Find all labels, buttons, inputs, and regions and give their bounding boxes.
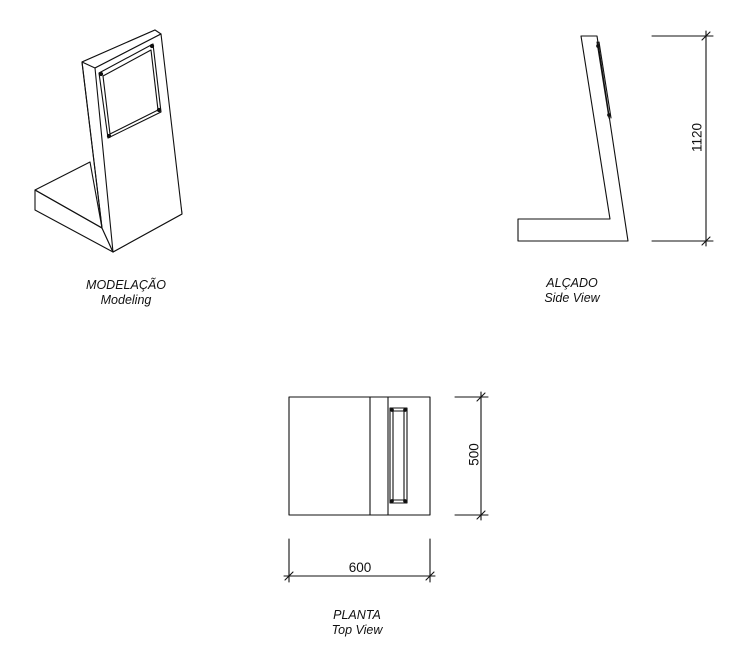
screw-dot	[607, 113, 611, 117]
screw-dot	[403, 408, 407, 412]
side-caption: ALÇADO Side View	[512, 276, 632, 306]
screw-dot	[596, 44, 600, 48]
screen-profile	[598, 41, 612, 119]
modeling-title: MODELAÇÃO	[86, 278, 166, 292]
top-caption: PLANTA Top View	[297, 608, 417, 638]
base-top-face	[34, 161, 103, 229]
dim-tick	[425, 571, 435, 581]
top-subtitle: Top View	[331, 623, 383, 637]
dim-tick	[701, 236, 711, 246]
screw-dot	[390, 408, 394, 412]
modeling-view	[34, 29, 183, 253]
depth-dimension-label: 500	[466, 443, 482, 466]
top-view	[283, 391, 489, 583]
panel-edge	[81, 61, 103, 229]
height-dimension-label: 1120	[689, 122, 705, 153]
dim-tick	[284, 571, 294, 581]
screw-dot	[390, 499, 394, 503]
screw-dot	[403, 499, 407, 503]
screw-dot	[106, 133, 112, 139]
side-profile	[517, 35, 629, 242]
side-title: ALÇADO	[546, 276, 598, 290]
screen-frame	[98, 43, 162, 139]
plan-screen-outer	[389, 407, 408, 504]
top-title: PLANTA	[333, 608, 381, 622]
screw-dot	[149, 43, 155, 49]
modeling-caption: MODELAÇÃO Modeling	[66, 278, 186, 308]
width-dimension-label: 600	[348, 560, 372, 575]
plan-screen-inner	[392, 410, 405, 501]
modeling-subtitle: Modeling	[100, 293, 152, 307]
dim-tick	[476, 510, 486, 520]
dim-tick	[476, 392, 486, 402]
side-view	[517, 30, 714, 247]
dim-tick	[701, 31, 711, 41]
panel-front-face	[94, 33, 183, 253]
side-subtitle: Side View	[544, 291, 600, 305]
screw-dot	[156, 107, 162, 113]
plan-outline	[288, 396, 431, 516]
screen-profile	[596, 41, 610, 119]
screw-dot	[98, 71, 104, 77]
